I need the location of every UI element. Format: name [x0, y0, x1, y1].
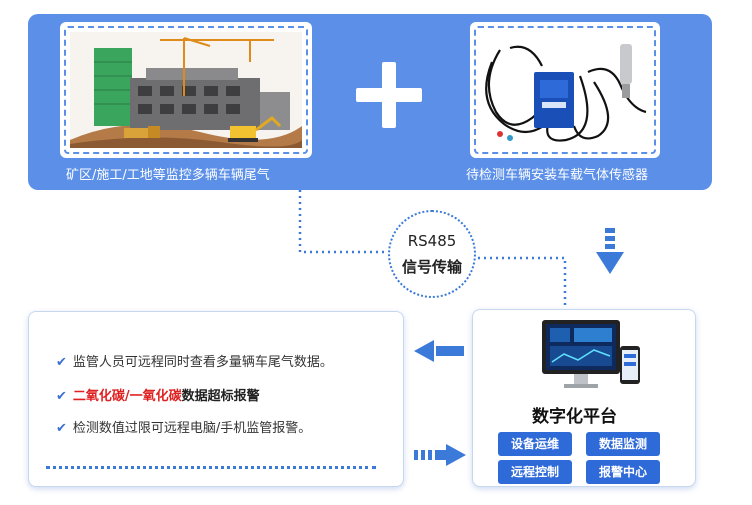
construction-site-image: [60, 22, 312, 158]
left-arrow-icon: [414, 340, 464, 362]
check-icon: ✔: [56, 355, 67, 370]
ops-button[interactable]: 设备运维: [498, 432, 572, 456]
feature-item-1: ✔监管人员可远程同时查看多量辆车尾气数据。: [56, 355, 333, 370]
gas-sensor-image: [470, 22, 660, 158]
sensor-caption: 待检测车辆安装车载气体传感器: [466, 168, 649, 183]
data-monitor-button[interactable]: 数据监测: [586, 432, 660, 456]
check-icon: ✔: [56, 389, 67, 404]
plus-icon: [356, 62, 422, 128]
remote-control-button[interactable]: 远程控制: [498, 460, 572, 484]
monitor-phone-image: [542, 320, 640, 388]
feature-box: [28, 311, 404, 487]
signal-label: 信号传输: [401, 258, 462, 276]
signal-type: RS485: [407, 232, 457, 250]
alarm-center-button[interactable]: 报警中心: [586, 460, 660, 484]
check-icon: ✔: [56, 421, 67, 436]
site-caption: 矿区/施工/工地等监控多辆车辆尾气: [66, 168, 270, 183]
rs485-signal-badge: RS485 信号传输: [388, 210, 476, 298]
platform-title: 数字化平台: [532, 407, 617, 427]
feature-item-2: ✔二氧化碳/一氧化碳数据超标报警: [56, 389, 260, 404]
right-arrow-icon: [414, 444, 466, 466]
feature-item-3: ✔检测数值过限可远程电脑/手机监管报警。: [56, 421, 312, 436]
down-arrow-icon: [596, 228, 624, 274]
divider: [46, 466, 376, 469]
